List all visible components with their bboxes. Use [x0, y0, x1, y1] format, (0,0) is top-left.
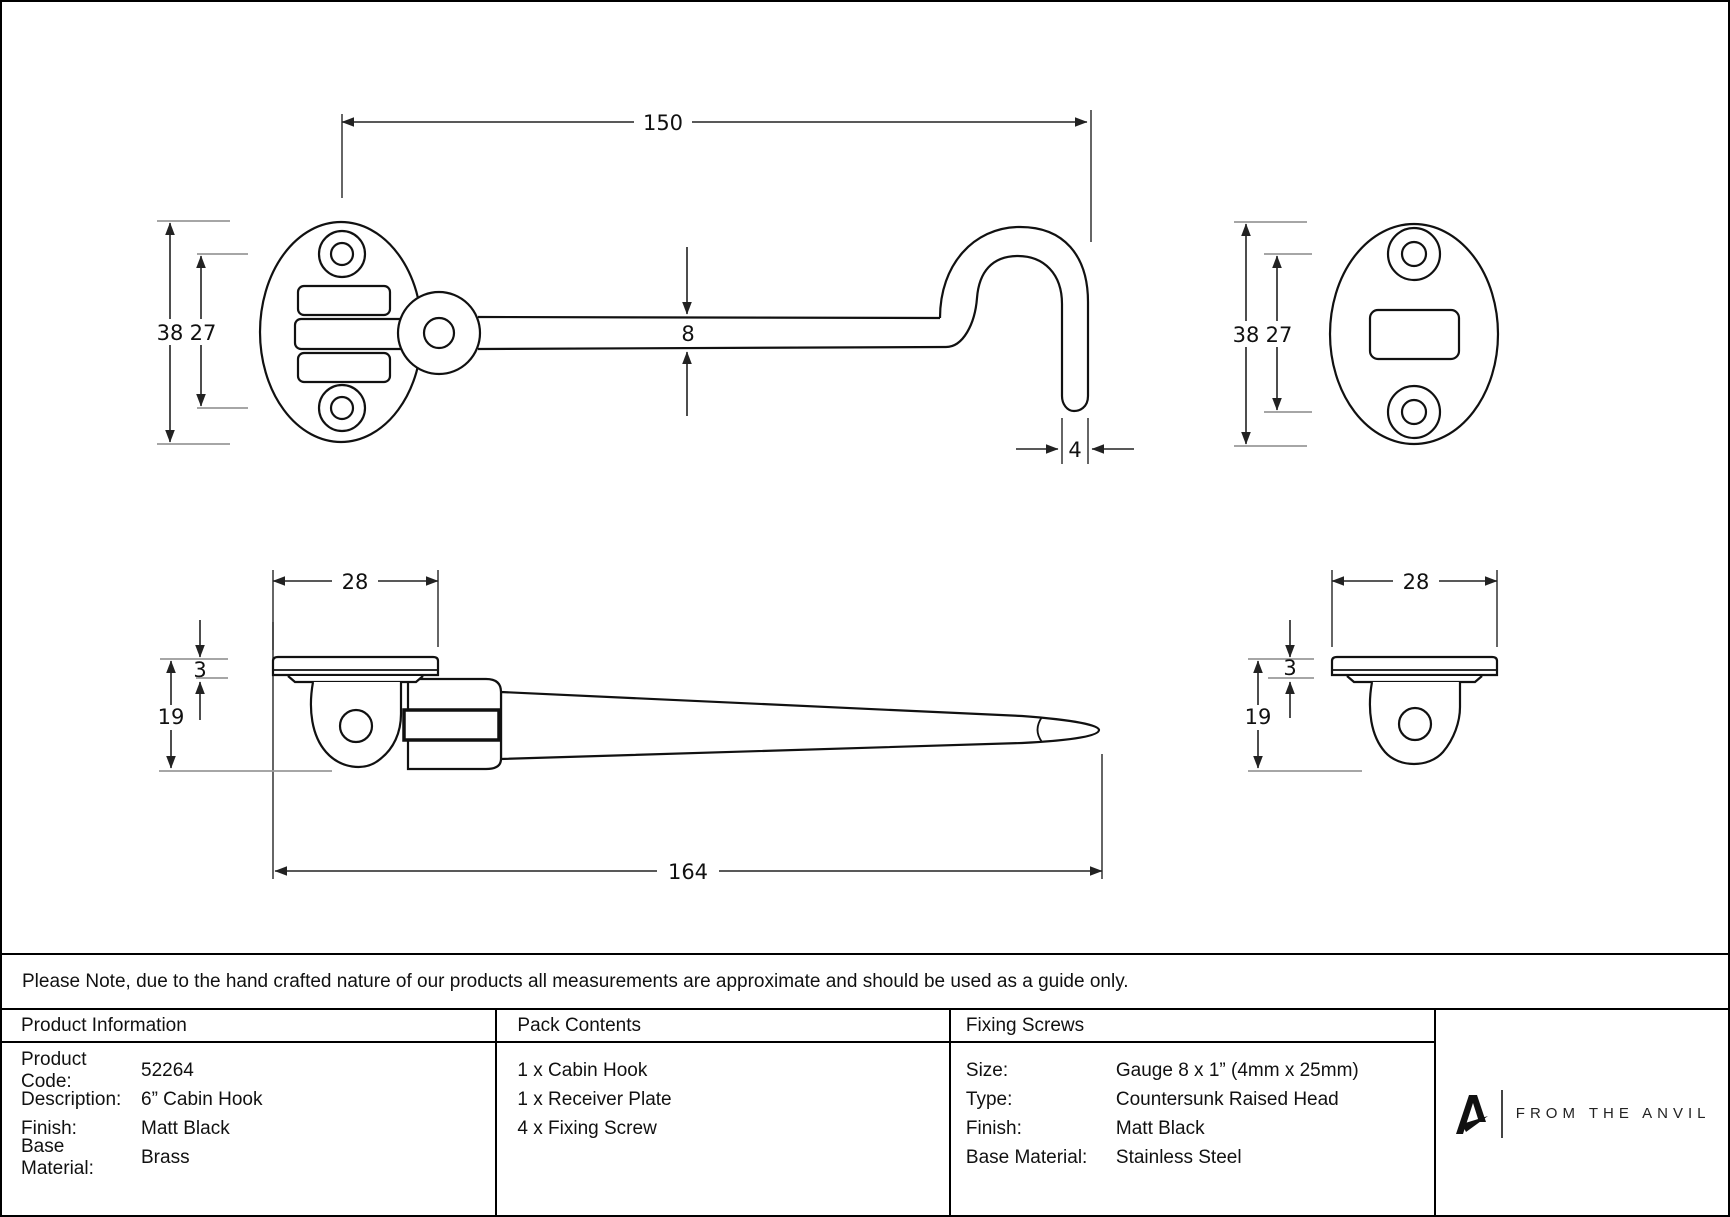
dim-hook-tip-diameter: 4: [1068, 438, 1081, 462]
table-row: Product Code: 52264: [2, 1049, 495, 1092]
row-value: Brass: [141, 1146, 190, 1168]
row-value: 52264: [141, 1059, 194, 1081]
brand-logo: FROM THE ANVIL: [1454, 1089, 1711, 1138]
drawing-hook-side-view: 28 3 19 164: [152, 568, 1103, 884]
drawing-receiver-side-view: 28 3 19: [1240, 568, 1499, 772]
row-label: Finish:: [965, 1117, 1022, 1139]
table-row: Base Material: Brass: [2, 1136, 495, 1179]
drawing-receiver-plan-view: 38 27: [1229, 221, 1500, 447]
table-row: Size: Gauge 8 x 1” (4mm x 25mm): [951, 1056, 1434, 1085]
list-item: 4 x Fixing Screw: [517, 1117, 657, 1139]
brand-cell: FROM THE ANVIL: [1436, 1010, 1728, 1215]
dim-side-projection: 19: [158, 705, 185, 729]
fixing-screws-header: Fixing Screws: [950, 1010, 1435, 1043]
row-label: Product Code:: [21, 1048, 87, 1092]
dim-shaft-diameter: 8: [681, 322, 694, 346]
dim-receiver-hole-spacing: 27: [1266, 323, 1293, 347]
list-item: 1 x Cabin Hook: [517, 1059, 648, 1081]
dim-receiver-side-projection: 19: [1245, 705, 1272, 729]
dim-side-plate-thickness: 3: [193, 658, 206, 682]
product-information-column: Product Information Product Code: 52264 …: [2, 1010, 498, 1215]
dim-overall-length: 164: [668, 860, 708, 884]
table-row: Finish: Matt Black: [2, 1114, 495, 1143]
row-label: Finish:: [21, 1117, 77, 1139]
anvil-logo-icon: [1455, 1094, 1488, 1134]
table-row: Type: Countersunk Raised Head: [951, 1085, 1434, 1114]
row-value: 6” Cabin Hook: [141, 1088, 263, 1110]
table-row: Base Material: Stainless Steel: [951, 1143, 1434, 1172]
row-value: Matt Black: [141, 1117, 230, 1139]
row-value: Gauge 8 x 1” (4mm x 25mm): [1115, 1059, 1359, 1081]
row-value: Stainless Steel: [1115, 1146, 1242, 1168]
dim-side-plate-width: 28: [342, 570, 369, 594]
row-label: Base Material:: [21, 1135, 94, 1179]
dim-hook-plate-height: 38: [157, 321, 184, 345]
technical-drawings: 150 38 27 8 4 38 27: [152, 108, 1500, 884]
brand-divider: [1500, 1089, 1503, 1138]
dim-receiver-side-plate-width: 28: [1403, 570, 1430, 594]
drawing-hook-plan-view: 150 38 27 8 4: [153, 108, 1134, 464]
row-label: Base Material:: [965, 1146, 1088, 1168]
dim-receiver-side-thickness: 3: [1283, 656, 1296, 680]
list-item: 1 x Receiver Plate: [517, 1088, 672, 1110]
row-value: Matt Black: [1115, 1117, 1205, 1139]
pack-contents-header: Pack Contents: [497, 1010, 949, 1043]
note-text: Please Note, due to the hand crafted nat…: [22, 970, 1129, 992]
pack-contents-column: Pack Contents 1 x Cabin Hook 1 x Receive…: [497, 1010, 951, 1215]
row-label: Description:: [21, 1088, 122, 1110]
receiver-slot: [1368, 308, 1461, 361]
dim-receiver-plate-height: 38: [1233, 323, 1260, 347]
row-value: Countersunk Raised Head: [1115, 1088, 1339, 1110]
spec-table: Product Information Product Code: 52264 …: [2, 1010, 1728, 1215]
table-row: Description: 6” Cabin Hook: [2, 1085, 495, 1114]
brand-name: FROM THE ANVIL: [1515, 1105, 1711, 1122]
measurements-note: Please Note, due to the hand crafted nat…: [2, 953, 1728, 1010]
product-information-header: Product Information: [2, 1010, 496, 1043]
row-label: Type:: [965, 1088, 1013, 1110]
fixing-screws-column: Fixing Screws Size: Gauge 8 x 1” (4mm x …: [950, 1010, 1437, 1215]
hook-curve: [938, 225, 1090, 413]
table-row: Finish: Matt Black: [951, 1114, 1434, 1143]
dim-hook-hole-spacing: 27: [190, 321, 217, 345]
row-label: Size:: [965, 1059, 1009, 1081]
dim-hook-length: 150: [643, 111, 683, 135]
